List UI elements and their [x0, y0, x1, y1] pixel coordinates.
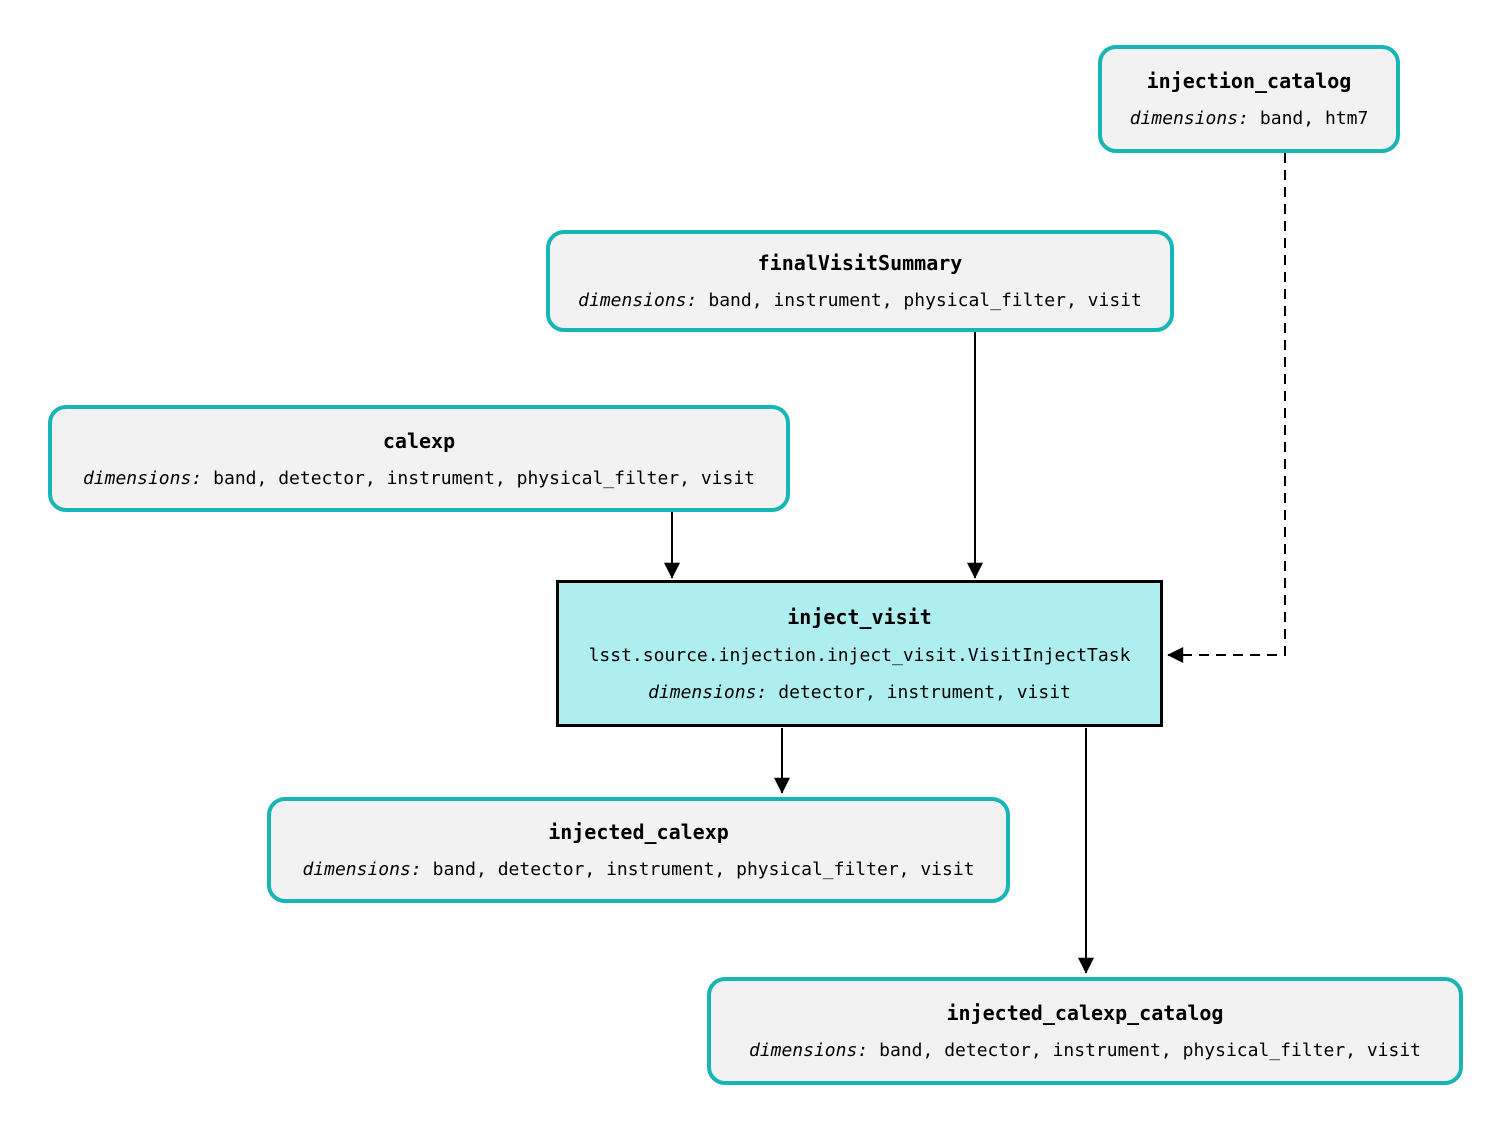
node-dimensions: dimensions: detector, instrument, visit — [648, 682, 1071, 703]
dimensions-value: band, detector, instrument, physical_fil… — [213, 467, 756, 489]
edge-injection-catalog-to-inject-visit — [1167, 153, 1286, 663]
dimensions-label: dimensions: — [302, 859, 422, 880]
node-dimensions: dimensions: band, detector, instrument, p… — [83, 468, 755, 489]
dimensions-label: dimensions: — [82, 467, 203, 489]
node-calexp: calexp dimensions: band, detector, instru… — [48, 405, 790, 512]
dimensions-value: band, instrument, physical_filter, visit — [708, 290, 1142, 311]
dimensions-value: band, detector, instrument, physical_fil… — [432, 859, 975, 880]
task-class-path: lsst.source.injection.inject_visit.Visit… — [588, 644, 1131, 666]
node-dimensions: dimensions: band, instrument, physical_fi… — [578, 290, 1142, 311]
dimensions-label: dimensions: — [578, 290, 698, 311]
dimensions-label: dimensions: — [748, 1040, 869, 1061]
dimensions-label: dimensions: — [648, 681, 768, 703]
node-title: finalVisitSummary — [757, 251, 963, 275]
dimensions-value: band, htm7 — [1259, 108, 1369, 129]
node-dimensions: dimensions: band, detector, instrument, p… — [302, 859, 974, 880]
node-dimensions: dimensions: band, detector, instrument, p… — [749, 1040, 1421, 1061]
node-finalvisitsummary: finalVisitSummary dimensions: band, instr… — [546, 230, 1174, 332]
node-title: injection_catalog — [1146, 69, 1352, 93]
node-title: inject_visit — [787, 604, 932, 629]
node-injected-calexp: injected_calexp dimensions: band, detecto… — [267, 797, 1010, 903]
node-injected-calexp-catalog: injected_calexp_catalog dimensions: band,… — [707, 977, 1463, 1085]
dimensions-value: band, detector, instrument, physical_fil… — [879, 1040, 1422, 1061]
node-title: injected_calexp — [548, 820, 729, 844]
dimensions-value: detector, instrument, visit — [778, 681, 1071, 703]
node-dimensions: dimensions: band, htm7 — [1130, 108, 1369, 129]
node-injection-catalog: injection_catalog dimensions: band, htm7 — [1098, 45, 1400, 153]
node-title: injected_calexp_catalog — [946, 1001, 1224, 1025]
dimensions-label: dimensions: — [1129, 108, 1249, 129]
node-inject-visit: inject_visit lsst.source.injection.injec… — [556, 580, 1163, 727]
node-title: calexp — [382, 428, 456, 453]
